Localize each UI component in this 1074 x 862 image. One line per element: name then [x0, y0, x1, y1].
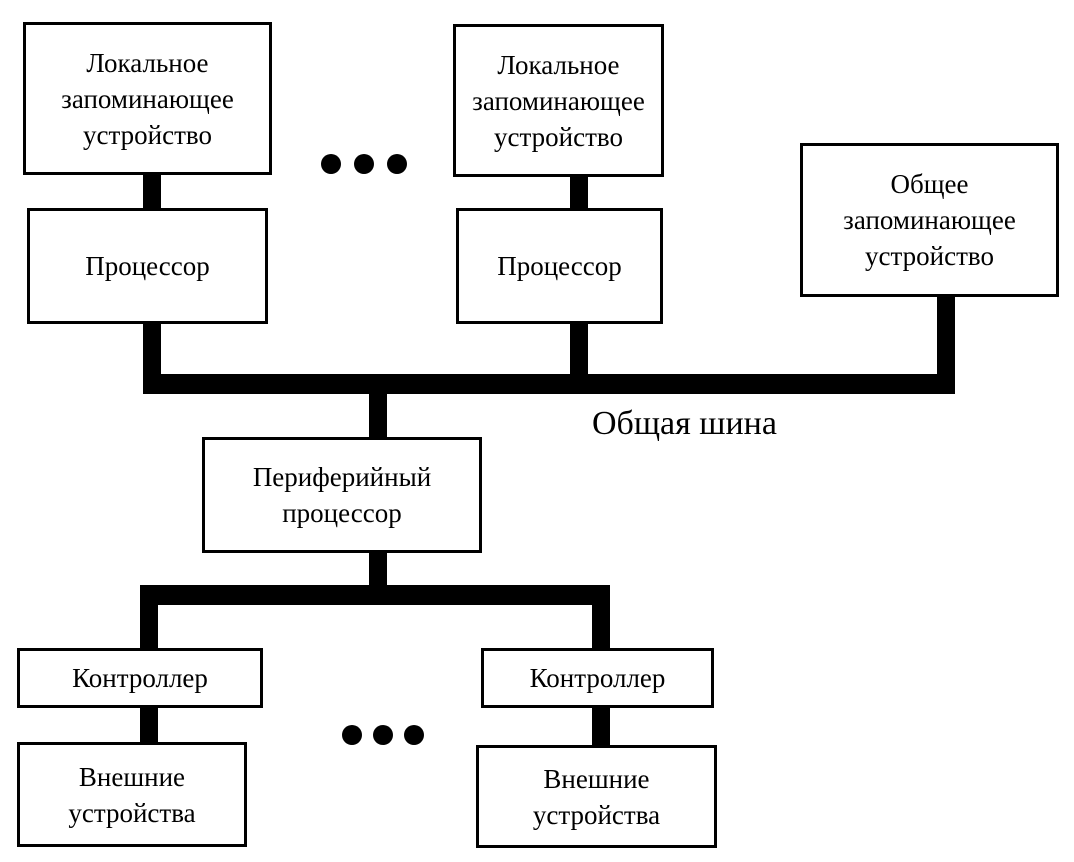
- local-memory-1-label: Локальное запоминающее устройство: [61, 47, 234, 150]
- ellipsis-dot: [373, 725, 393, 745]
- ellipsis-dot: [321, 154, 341, 174]
- peripheral-processor-label: Периферийный процессор: [252, 462, 432, 528]
- local-memory-box-1: Локальное запоминающее устройство: [23, 22, 272, 175]
- shared-memory-box: Общее запоминающее устройство: [800, 143, 1059, 297]
- ellipsis-dot: [342, 725, 362, 745]
- external-devices-box-1: Внешние устройства: [17, 742, 247, 847]
- connector-bus-peripheral-processor: [369, 392, 387, 440]
- io-bus: [140, 585, 610, 605]
- connector-controller-2-external-2: [592, 705, 610, 747]
- external-devices-1-label: Внешние устройства: [68, 761, 196, 828]
- ellipsis-dot: [404, 725, 424, 745]
- controller-box-2: Контроллер: [481, 648, 714, 708]
- controller-1-label: Контроллер: [72, 663, 208, 693]
- connector-peripheral-processor-io-bus: [369, 550, 387, 590]
- processor-box-2: Процессор: [456, 208, 663, 324]
- common-bus-label: Общая шина: [592, 405, 777, 442]
- processor-box-1: Процессор: [27, 208, 268, 324]
- ellipsis-dot: [387, 154, 407, 174]
- shared-memory-label: Общее запоминающее устройство: [843, 169, 1016, 271]
- local-memory-2-label: Локальное запоминающее устройство: [472, 49, 645, 152]
- connector-controller-1-external-1: [140, 705, 158, 745]
- external-devices-box-2: Внешние устройства: [476, 745, 717, 848]
- processor-2-label: Процессор: [497, 251, 622, 281]
- processor-1-label: Процессор: [85, 251, 210, 281]
- local-memory-box-2: Локальное запоминающее устройство: [453, 24, 664, 177]
- controller-2-label: Контроллер: [529, 663, 666, 693]
- controller-box-1: Контроллер: [17, 648, 263, 708]
- connector-local-memory-1-processor-1: [143, 172, 161, 212]
- ellipsis-dot: [354, 154, 374, 174]
- external-devices-2-label: Внешние устройства: [532, 763, 661, 830]
- common-bus: [143, 374, 955, 394]
- connector-io-bus-controller-2: [592, 600, 610, 650]
- connector-shared-memory-bus: [937, 294, 955, 392]
- connector-io-bus-controller-1: [140, 600, 158, 650]
- connector-local-memory-2-processor-2: [570, 175, 588, 211]
- peripheral-processor-box: Периферийный процессор: [202, 437, 482, 553]
